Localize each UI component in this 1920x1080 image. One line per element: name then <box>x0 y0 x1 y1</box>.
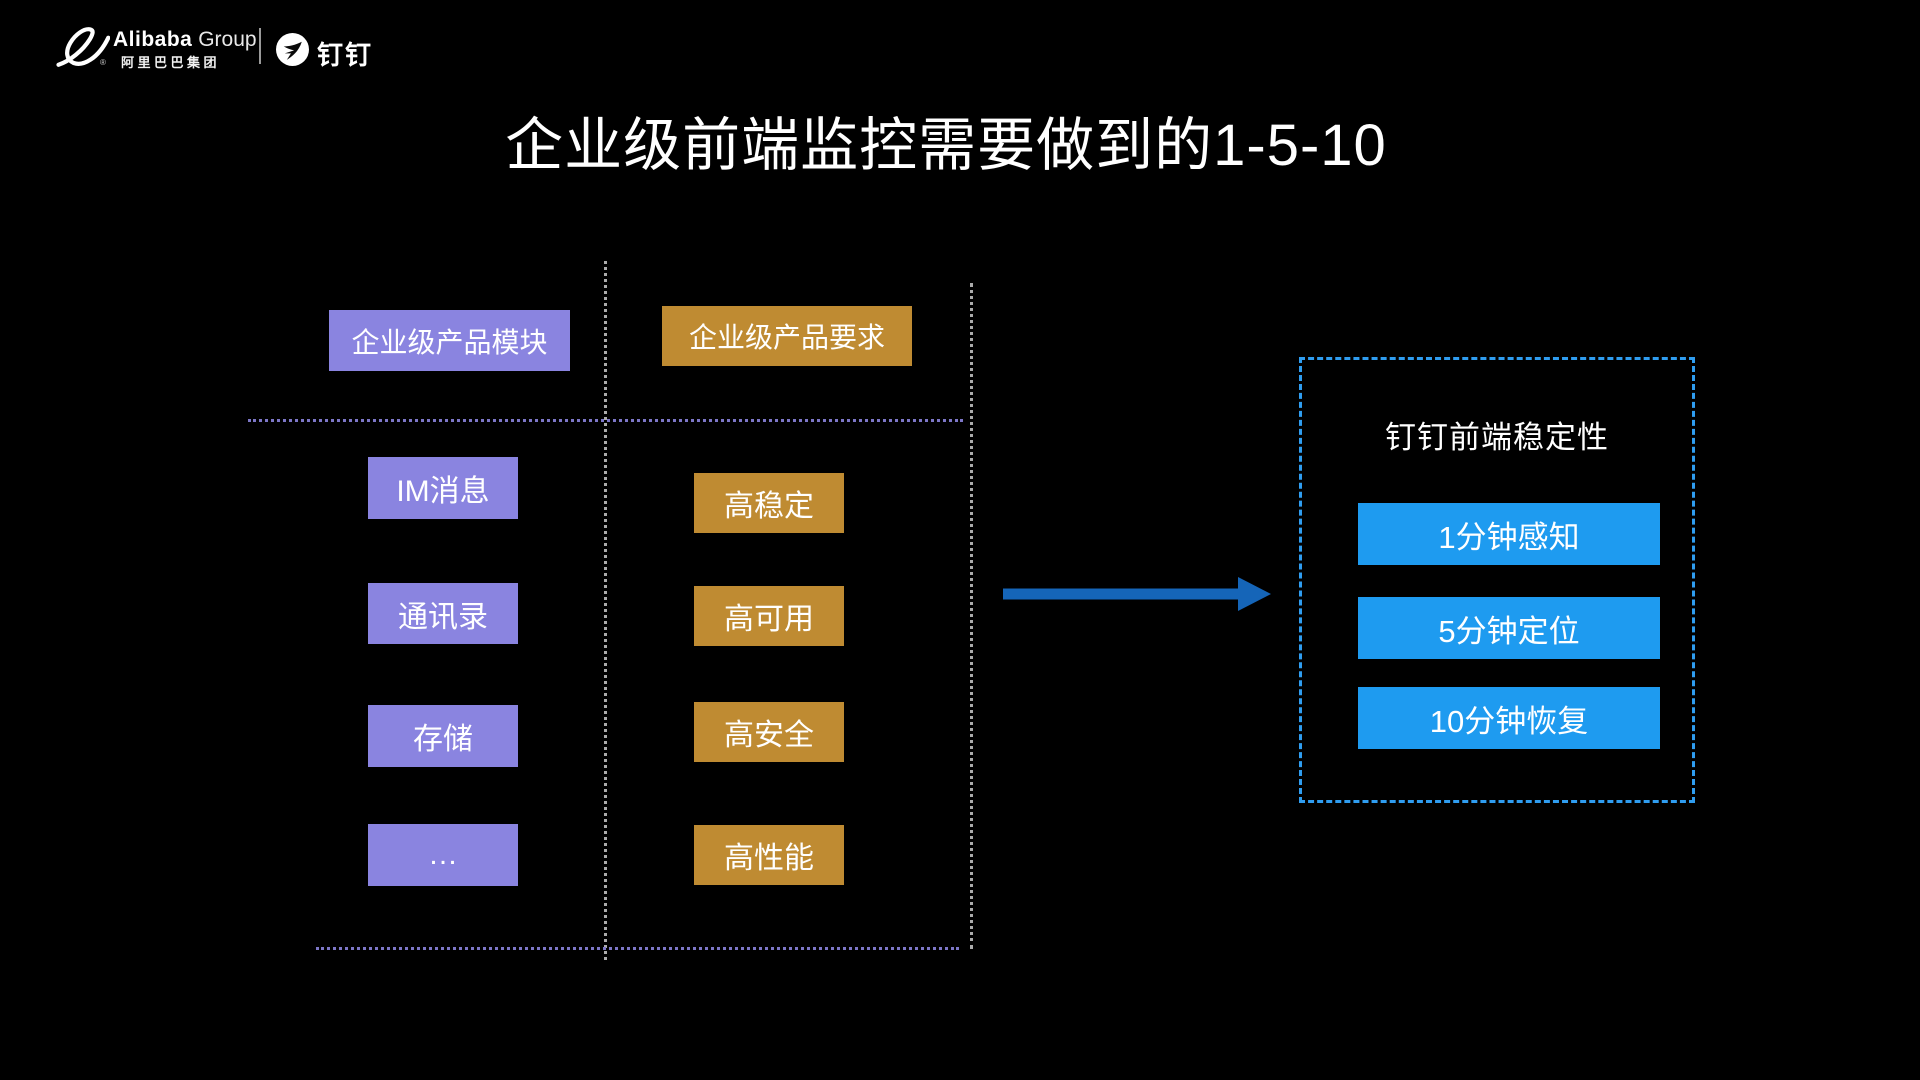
column-divider-line-right <box>970 283 973 949</box>
requirement-box-stability: 高稳定 <box>694 473 844 533</box>
alibaba-group-label: Alibaba Group <box>113 28 257 52</box>
flow-arrow-icon <box>1003 577 1271 611</box>
requirement-box-availability: 高可用 <box>694 586 844 646</box>
stability-item-5min: 5分钟定位 <box>1358 597 1660 659</box>
requirement-box-performance: 高性能 <box>694 825 844 885</box>
requirement-box-security: 高安全 <box>694 702 844 762</box>
alibaba-cn-label: 阿里巴巴集团 <box>121 55 221 70</box>
alibaba-label: Alibaba <box>113 28 193 51</box>
registered-mark: ® <box>100 58 106 67</box>
stability-item-1min: 1分钟感知 <box>1358 503 1660 565</box>
stability-item-10min: 10分钟恢复 <box>1358 687 1660 749</box>
dingtalk-label: 钉钉 <box>317 40 374 70</box>
module-box-more: … <box>368 824 518 886</box>
module-box-im: IM消息 <box>368 457 518 519</box>
alibaba-logo-icon <box>56 27 110 67</box>
header-separator-line <box>248 419 963 422</box>
bottom-separator-line <box>316 947 959 950</box>
module-column-header: 企业级产品模块 <box>329 310 570 371</box>
column-divider-line-left <box>604 261 607 960</box>
requirement-column-header: 企业级产品要求 <box>662 306 912 366</box>
logo-divider <box>259 28 261 64</box>
group-label: Group <box>198 28 257 51</box>
stability-panel: 钉钉前端稳定性 1分钟感知 5分钟定位 10分钟恢复 <box>1299 357 1695 803</box>
dingtalk-logo-icon <box>276 33 309 66</box>
stability-panel-title: 钉钉前端稳定性 <box>1385 420 1609 455</box>
module-box-storage: 存储 <box>368 705 518 767</box>
page-title: 企业级前端监控需要做到的1-5-10 <box>505 113 1387 178</box>
module-box-contacts: 通讯录 <box>368 583 518 644</box>
logo-bar: ® Alibaba Group 阿里巴巴集团 钉钉 <box>0 0 500 100</box>
